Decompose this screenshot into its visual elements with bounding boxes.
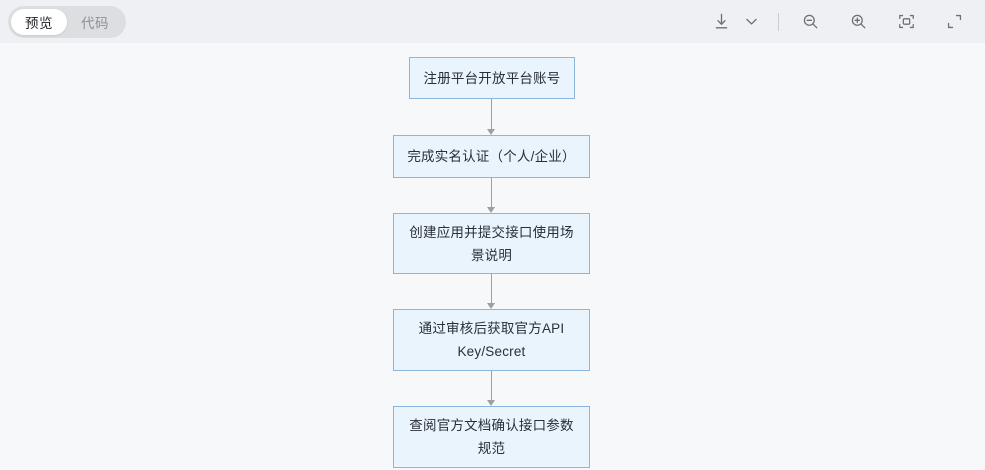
edge-n3-to-n4 [491,274,492,304]
arrowhead-n4-to-n5 [487,400,495,406]
diagram-canvas[interactable]: 注册平台开放平台账号完成实名认证（个人/企业） 创建应用并提交接口使用场 景说明通… [0,43,985,470]
canvas-toolbar [706,0,969,43]
flow-node-n4[interactable]: 通过审核后获取官方API Key/Secret [393,309,590,371]
download-options-button[interactable] [740,7,762,37]
download-icon [712,12,731,31]
zoom-out-icon [801,12,820,31]
chevron-down-icon [743,13,760,30]
edge-n1-to-n2 [491,99,492,130]
edge-n4-to-n5 [491,371,492,401]
zoom-out-button[interactable] [795,7,825,37]
fit-screen-button[interactable] [891,7,921,37]
flow-node-n5[interactable]: 查阅官方文档确认接口参数 规范 [393,406,590,468]
flow-node-n1[interactable]: 注册平台开放平台账号 [409,57,575,99]
tab-code[interactable]: 代码 [67,9,123,35]
fullscreen-button[interactable] [939,7,969,37]
tab-preview-label: 预览 [25,15,53,31]
arrowhead-n2-to-n3 [487,207,495,213]
toolbar-divider [778,12,779,31]
zoom-in-button[interactable] [843,7,873,37]
tab-preview[interactable]: 预览 [11,8,67,35]
toolbar-spacer-3 [925,21,935,22]
toolbar-spacer-1 [829,21,839,22]
zoom-in-icon [849,12,868,31]
view-mode-tabs: 预览 代码 [8,5,126,38]
flow-node-n3[interactable]: 创建应用并提交接口使用场 景说明 [393,213,590,274]
toolbar-header: 预览 代码 [0,0,985,43]
toolbar-spacer-2 [877,21,887,22]
edge-n2-to-n3 [491,178,492,208]
arrowhead-n3-to-n4 [487,303,495,309]
flowchart: 注册平台开放平台账号完成实名认证（个人/企业） 创建应用并提交接口使用场 景说明通… [0,43,985,470]
fullscreen-icon [945,12,964,31]
fit-screen-icon [897,12,916,31]
tab-code-label: 代码 [81,15,109,31]
arrowhead-n1-to-n2 [487,129,495,135]
download-button[interactable] [706,7,736,37]
flow-node-n2[interactable]: 完成实名认证（个人/企业） [393,135,590,178]
